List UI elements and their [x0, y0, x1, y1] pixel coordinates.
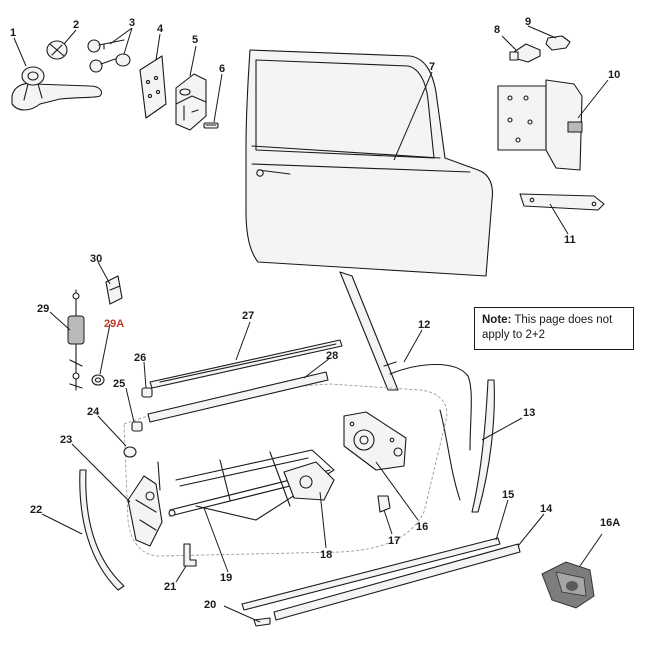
callout-2: 2: [73, 19, 79, 31]
callout-4: 4: [157, 23, 164, 35]
part-15-lower-strip: [241, 537, 501, 611]
callout-30: 30: [90, 253, 102, 265]
part-24-clip: [123, 446, 137, 458]
part-2-lock-barrel: [46, 40, 68, 60]
callout-10: 10: [608, 69, 620, 81]
callout-26: 26: [134, 352, 146, 364]
callout-8: 8: [494, 24, 500, 36]
part-7-door-shell: [245, 49, 494, 277]
part-29-check-strap: [67, 289, 85, 391]
part-4-plate: [139, 55, 167, 119]
part-14-lower-strip: [273, 543, 521, 621]
callout-22: 22: [30, 504, 42, 516]
callout-3: 3: [129, 17, 135, 29]
part-6-screw: [203, 122, 219, 129]
callout-16: 16: [416, 521, 428, 533]
callout-12: 12: [418, 319, 430, 331]
part-10-striker-plate: [497, 79, 583, 171]
part-25-clip: [131, 421, 143, 432]
part-22-rubber-seal: [79, 469, 125, 591]
part-27-sill-strip: [149, 339, 343, 389]
part-16a-motor-assembly: [541, 561, 595, 609]
part-13-curved-seal: [439, 379, 495, 513]
callout-6: 6: [219, 63, 225, 75]
callout-16a: 16A: [600, 517, 620, 529]
callout-7: 7: [429, 61, 435, 73]
callout-13: 13: [523, 407, 535, 419]
part-21-bracket: [183, 543, 197, 567]
regulator-motor: [283, 461, 335, 501]
callout-19: 19: [220, 572, 232, 584]
callout-labels: 1 2 3 4 5 6 7 8 9 10 11 12 13 14 15 16 1…: [10, 16, 620, 611]
callout-1: 1: [10, 27, 16, 39]
part-8-bolt: [509, 43, 541, 63]
callout-11: 11: [564, 234, 576, 246]
part-3-keys: [87, 39, 131, 73]
part-9-bolt: [545, 35, 571, 51]
callout-24: 24: [87, 406, 100, 418]
part-17-bracket: [377, 495, 391, 513]
callout-9: 9: [525, 16, 531, 28]
part-18-regulator-arm: [175, 449, 335, 521]
note-heading: Note:: [482, 314, 512, 326]
callout-15: 15: [502, 489, 514, 501]
part-5-lock-body: [175, 73, 207, 131]
part-1-door-handle: [11, 66, 103, 111]
part-11-bracket: [519, 193, 605, 211]
part-23-lock-mechanism: [127, 461, 163, 547]
callout-27: 27: [242, 310, 254, 322]
callout-14: 14: [540, 503, 553, 515]
note-box: Note: This page does not apply to 2+2: [474, 307, 634, 350]
part-20-clip: [253, 617, 271, 627]
callout-5: 5: [192, 34, 198, 46]
part-12-window-channel: [339, 271, 472, 451]
part-29a-grommet: [91, 374, 105, 386]
callout-20: 20: [204, 599, 216, 611]
callout-25: 25: [113, 378, 125, 390]
note-text: This page does not apply to 2+2: [482, 314, 613, 341]
leader-lines: [13, 25, 609, 623]
part-28-sill-strip: [147, 371, 329, 423]
part-26-clip: [141, 387, 153, 398]
callout-18: 18: [320, 549, 332, 561]
inner-door-panel: [123, 383, 448, 557]
callout-21: 21: [164, 581, 176, 593]
callout-28: 28: [326, 350, 338, 362]
callout-29: 29: [37, 303, 49, 315]
callout-17: 17: [388, 535, 400, 547]
part-16-regulator-plate: [343, 411, 407, 471]
callout-23: 23: [60, 434, 72, 446]
callout-29a: 29A: [104, 318, 124, 330]
